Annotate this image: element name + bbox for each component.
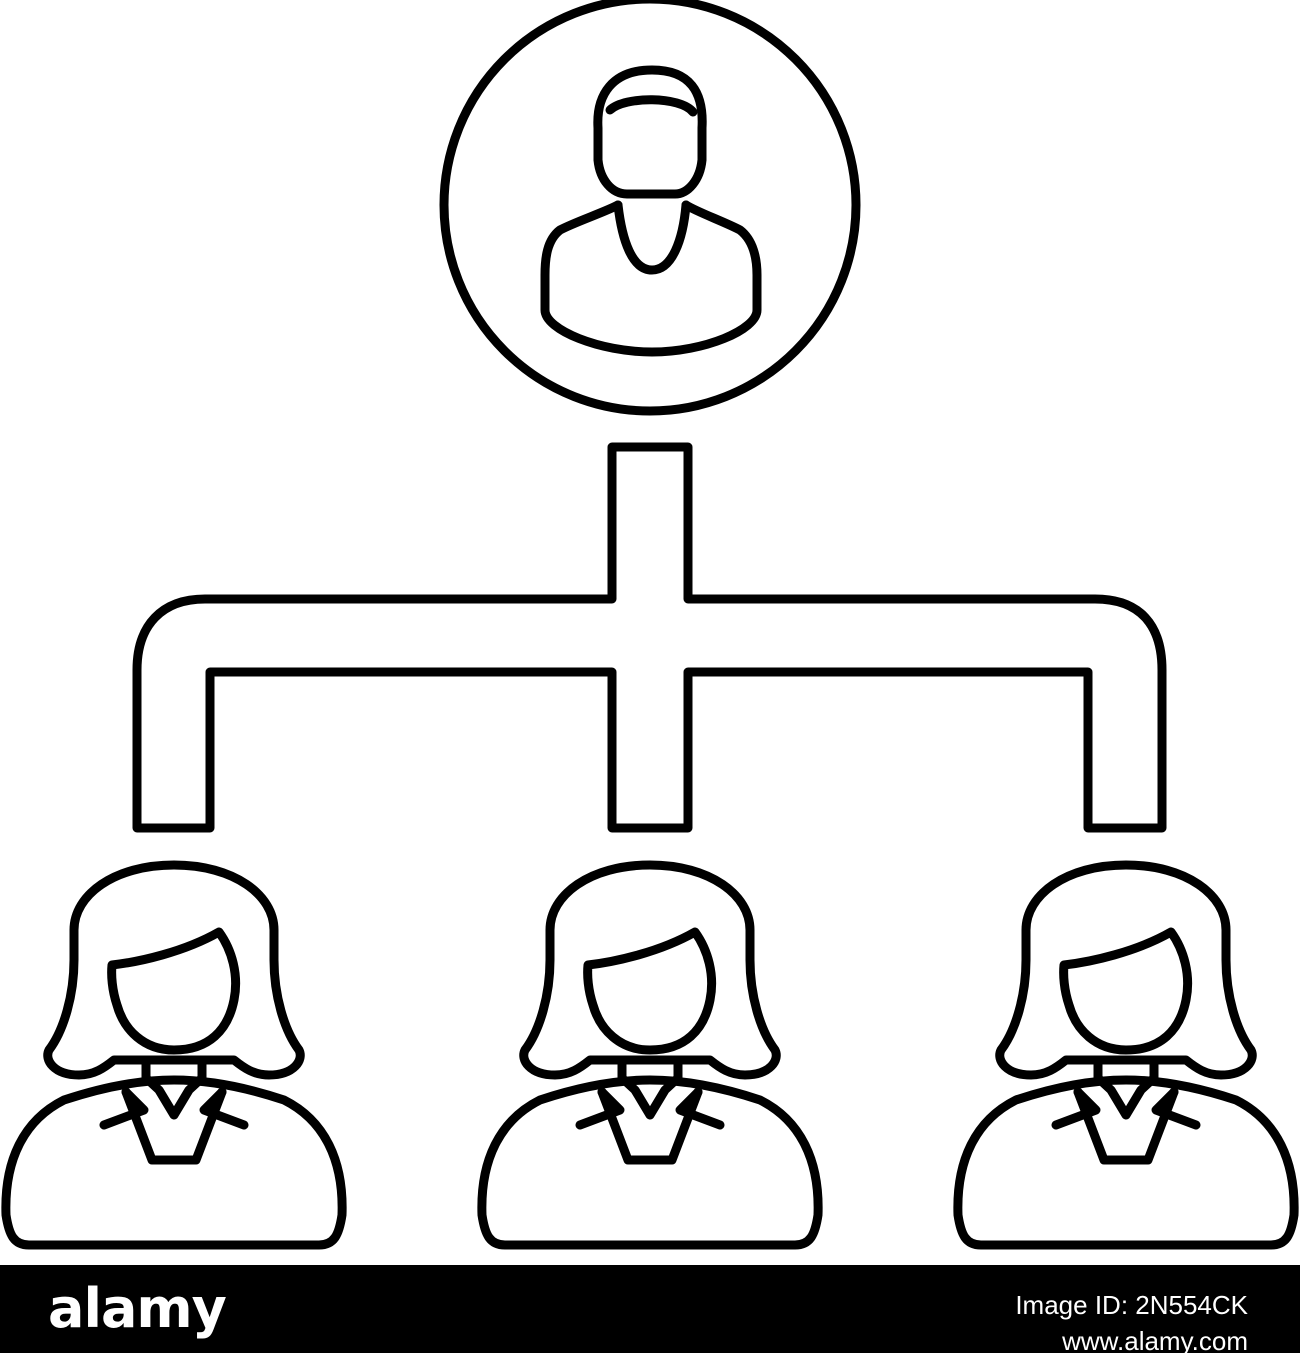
image-id-text: Image ID: 2N554CK [1015, 1290, 1248, 1320]
leader-node [439, 0, 861, 416]
alamy-logo: alamy [48, 1277, 227, 1340]
male-user-icon [540, 65, 762, 357]
watermark-footer: alamy Image ID: 2N554CK www.alamy.com [0, 1265, 1300, 1356]
subordinate-left [6, 865, 342, 1245]
female-user-icon [958, 865, 1294, 1245]
image-caption: Image ID: 2N554CK www.alamy.com [1015, 1287, 1248, 1359]
subordinate-middle [482, 865, 818, 1245]
url-text: www.alamy.com [1062, 1326, 1248, 1356]
subordinate-right [958, 865, 1294, 1245]
female-user-icon [482, 865, 818, 1245]
org-chart-diagram [0, 0, 1300, 1265]
connector-lines [132, 442, 1167, 833]
female-user-icon [6, 865, 342, 1245]
